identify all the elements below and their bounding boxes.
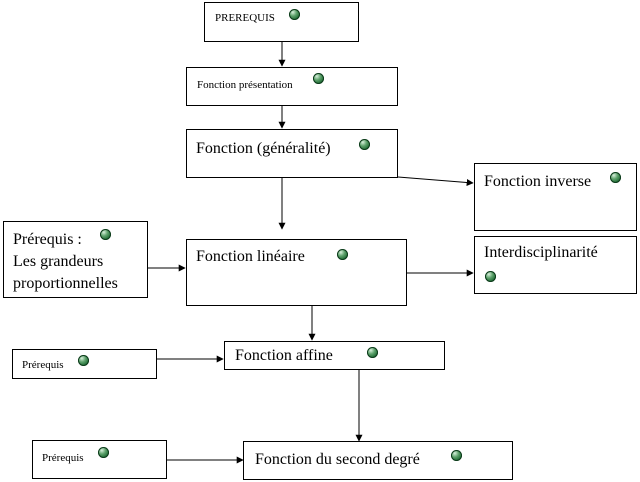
node-prerequis-grandeurs-proportionnelles: Prérequis : Les grandeurs proportionnell… xyxy=(3,221,148,298)
node-fonction-affine: Fonction affine xyxy=(224,341,445,370)
node-fonction-presentation: Fonction présentation xyxy=(186,67,398,106)
node-fonction-generalite: Fonction (généralité) xyxy=(186,129,398,178)
green-sphere-icon[interactable] xyxy=(78,355,89,366)
node-label: Prérequis : Les grandeurs proportionnell… xyxy=(13,231,118,292)
green-sphere-icon[interactable] xyxy=(610,172,621,183)
node-label: Interdisciplinarité xyxy=(484,244,598,261)
node-label: Fonction du second degré xyxy=(255,451,420,468)
green-sphere-icon[interactable] xyxy=(289,9,300,20)
arrow-generalite-to-inverse xyxy=(397,176,474,186)
green-sphere-icon[interactable] xyxy=(367,347,378,358)
node-label: PREREQUIS xyxy=(215,12,275,24)
node-label: Prérequis xyxy=(22,359,64,371)
green-sphere-icon[interactable] xyxy=(485,271,496,282)
node-fonction-inverse: Fonction inverse xyxy=(474,163,637,231)
node-fonction-second-degre: Fonction du second degré xyxy=(243,441,513,480)
green-sphere-icon[interactable] xyxy=(100,229,111,240)
node-label: Fonction affine xyxy=(235,347,333,364)
node-prerequis-second-degre: Prérequis xyxy=(32,440,167,479)
node-label: Prérequis xyxy=(42,452,84,464)
node-interdisciplinarite: Interdisciplinarité xyxy=(474,236,637,294)
node-prerequis-top: PREREQUIS xyxy=(204,2,359,42)
green-sphere-icon[interactable] xyxy=(359,139,370,150)
green-sphere-icon[interactable] xyxy=(337,249,348,260)
node-label: Fonction linéaire xyxy=(196,248,305,265)
green-sphere-icon[interactable] xyxy=(451,450,462,461)
node-label: Fonction inverse xyxy=(484,173,592,190)
green-sphere-icon[interactable] xyxy=(98,447,109,458)
node-label: Fonction (généralité) xyxy=(196,140,331,157)
node-fonction-lineaire: Fonction linéaire xyxy=(186,239,407,306)
green-sphere-icon[interactable] xyxy=(313,73,324,84)
node-label: Fonction présentation xyxy=(197,79,293,91)
